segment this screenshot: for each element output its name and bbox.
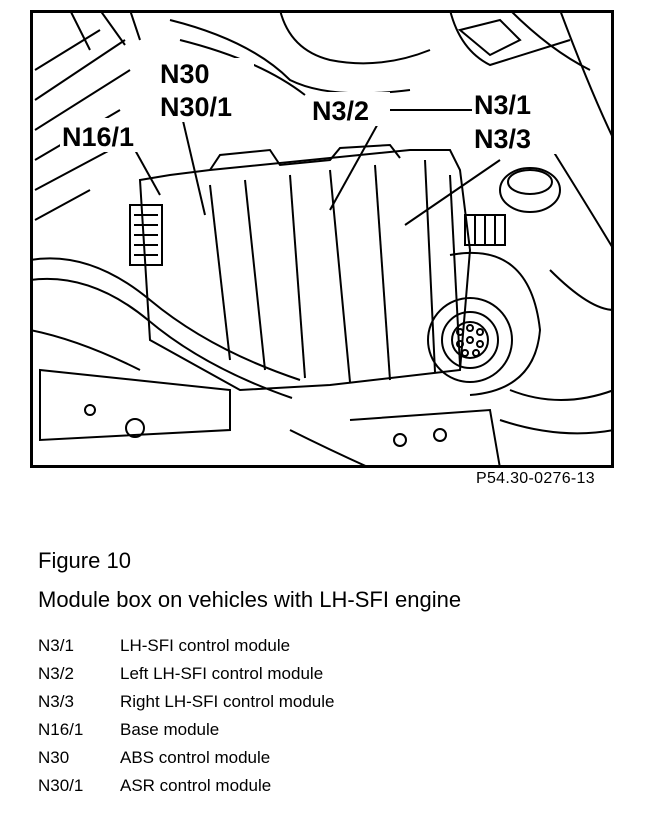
legend-row: N30/1 ASR control module [38,772,334,800]
legend-row: N30 ABS control module [38,744,334,772]
callout-backdrop [310,92,390,126]
legend-code: N30 [38,748,70,767]
legend-label: Base module [120,720,220,739]
module-box-photo: N30 N30/1 N16/1 N3/2 N3/1 N3/3 [30,10,614,468]
callout-backdrop [472,88,568,154]
legend-row: N3/1 LH-SFI control module [38,632,334,660]
legend-row: N16/1 Base module [38,716,334,744]
legend-code: N3/3 [38,692,74,711]
legend-label: ABS control module [120,748,271,767]
figure-caption: Module box on vehicles with LH-SFI engin… [38,587,462,612]
callout-n3-1: N3/1 [474,90,531,120]
figure-reference-code: P54.30-0276-13 [476,470,595,487]
callout-backdrop [60,118,152,152]
legend-row: N3/2 Left LH-SFI control module [38,660,334,688]
callout-n3-3: N3/3 [474,124,531,154]
legend-label: Left LH-SFI control module [120,664,324,683]
legend-code: N30/1 [38,776,84,795]
legend-code: N3/2 [38,664,74,683]
callout-leaders [134,107,501,226]
legend-label: ASR control module [120,776,272,795]
legend-code: N3/1 [38,636,74,655]
callout-backdrop [158,58,254,122]
legend-code: N16/1 [38,720,84,739]
legend-label: Right LH-SFI control module [120,692,335,711]
figure-number: Figure 10 [38,548,131,573]
legend-list: N3/1 LH-SFI control module N3/2 Left LH-… [38,632,334,800]
legend-label: LH-SFI control module [120,636,291,655]
legend-row: N3/3 Right LH-SFI control module [38,688,334,716]
callout-n30: N30 [160,59,210,89]
callout-n30-1: N30/1 [160,92,232,122]
callout-n16-1: N16/1 [62,122,134,152]
callout-n3-2: N3/2 [312,96,369,126]
